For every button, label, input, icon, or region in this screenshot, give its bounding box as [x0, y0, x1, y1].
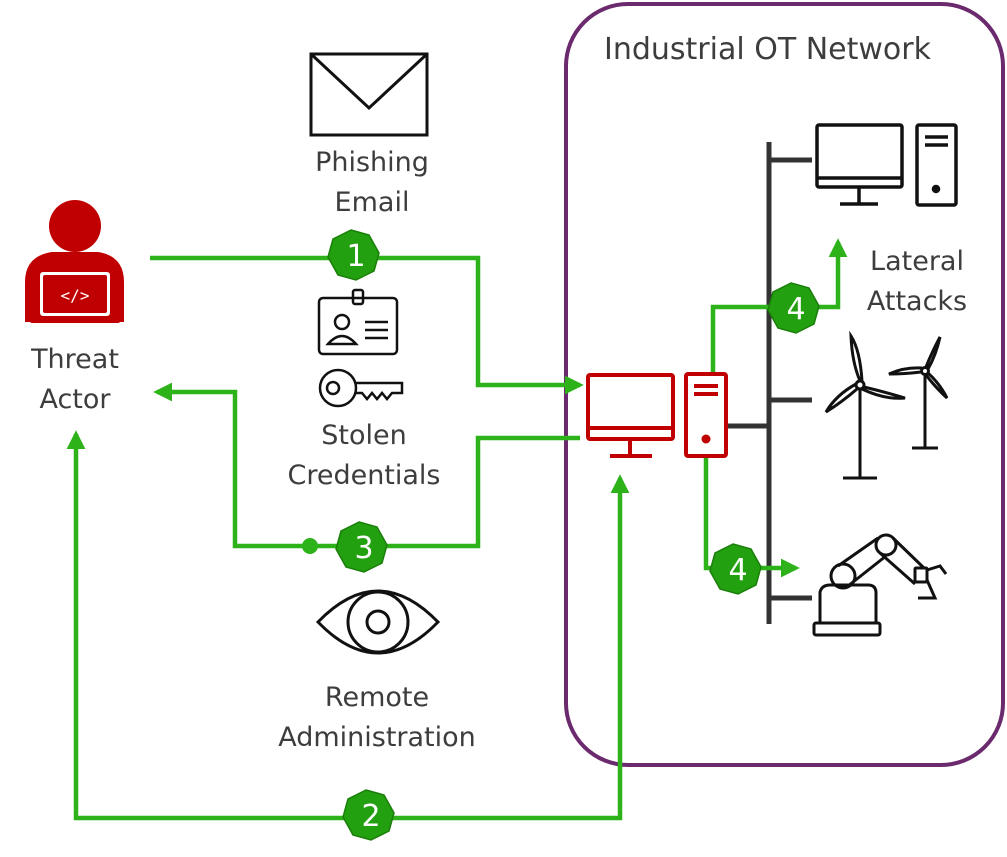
step-badge-4-bottom: 4 [709, 543, 762, 595]
eye-icon [315, 589, 441, 655]
step-badge-3: 3 [335, 521, 388, 573]
step-badge-1: 1 [327, 229, 380, 281]
desktop-computer-icon [815, 123, 958, 207]
hacker-laptop-icon: </> [25, 200, 124, 323]
id-badge-icon [317, 288, 399, 356]
phishing-email-label: Phishing Email [292, 143, 452, 223]
stolen-line-2: Credentials [287, 460, 441, 491]
remote-line-2: Administration [278, 722, 476, 753]
path-phishing [150, 255, 584, 395]
step-1-number: 1 [346, 239, 365, 274]
robotic-arm-icon [812, 533, 948, 637]
lateral-line-2: Attacks [866, 286, 968, 317]
compromised-workstation-icon [586, 372, 728, 458]
key-icon [318, 368, 404, 408]
stolen-credentials-label: Stolen Credentials [269, 416, 459, 496]
remote-administration-label: Remote Administration [262, 678, 492, 758]
network-title: Industrial OT Network [604, 32, 931, 67]
lateral-line-1: Lateral [870, 246, 964, 277]
threat-actor-line-2: Actor [39, 384, 111, 415]
step-2-number: 2 [361, 799, 380, 834]
step-4-top-number: 4 [786, 292, 805, 327]
network-bus [728, 142, 812, 624]
threat-actor-line-1: Threat [31, 344, 119, 375]
stolen-line-1: Stolen [321, 420, 407, 451]
lateral-attacks-label: Lateral Attacks [852, 242, 982, 322]
step-badge-2: 2 [342, 789, 395, 841]
step-badge-4-top: 4 [767, 282, 820, 334]
step-4-bottom-number: 4 [728, 553, 747, 588]
wind-turbine-icon [824, 330, 949, 480]
step-3-number: 3 [354, 531, 373, 566]
phishing-line-1: Phishing [315, 147, 429, 178]
envelope-icon [309, 52, 429, 137]
threat-actor-label: Threat Actor [5, 340, 145, 420]
phishing-line-2: Email [334, 187, 410, 218]
remote-line-1: Remote [324, 682, 430, 713]
svg-text:</>: </> [61, 286, 90, 305]
path-lateral-bottom [703, 458, 800, 578]
